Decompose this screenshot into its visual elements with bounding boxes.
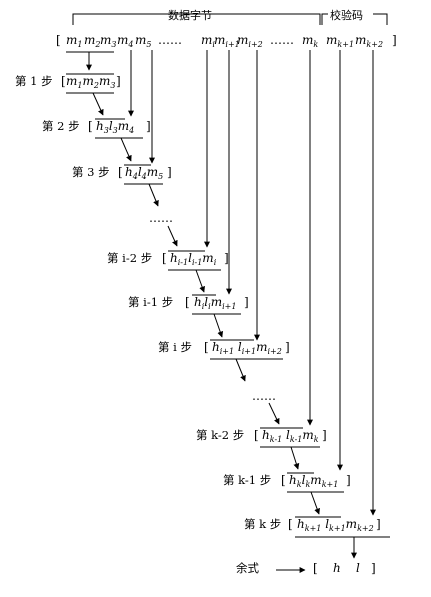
byte-mk: mk	[302, 33, 318, 49]
step-2-expr: h3l3m4	[96, 119, 134, 135]
byte-m2: m2	[84, 33, 100, 49]
step-i2-label: 第 i-2 步	[107, 251, 152, 265]
step-k2-label: 第 k-2 步	[196, 428, 244, 442]
step-i2-row: 第 i-2 步 [ hi-1li-1mi ]	[107, 250, 229, 271]
step-k1-expr: hklkmk+1	[289, 473, 338, 489]
step-k1-label: 第 k-1 步	[223, 473, 271, 487]
remainder-row: 余式 [ h l ]	[236, 561, 376, 575]
step-1-open: [	[61, 74, 66, 88]
step-i1-row: 第 i-1 步 [ hilimi+1 ]	[128, 294, 249, 315]
step-k2-open: [	[254, 428, 259, 442]
step-k-label: 第 k 步	[244, 517, 281, 531]
message-row: [ m1 m2 m3 m4 m5 …… mi mi+1 mi+2 …… mk m…	[56, 33, 397, 49]
step-3-label: 第 3 步	[72, 165, 110, 179]
remainder-label: 余式	[236, 561, 259, 575]
arrow-stepi2-to-stepi1	[195, 269, 205, 293]
byte-mi2: mi+2	[237, 33, 263, 49]
byte-m4: m4	[117, 33, 133, 49]
step-3-open: [	[118, 165, 123, 179]
step-2-close: ]	[146, 119, 151, 133]
step-k1-open: [	[281, 473, 286, 487]
mid-ellipsis-1: ……	[149, 211, 173, 225]
step-3-row: 第 3 步 [ h4l4m5 ]	[72, 164, 172, 185]
step-k2-expr: hk-1 lk-1mk	[262, 428, 319, 444]
check-mk2: mk+2	[355, 33, 383, 49]
remainder-close: ]	[371, 561, 376, 575]
data-bytes-label: 数据字节	[168, 8, 212, 22]
step-i1-close: ]	[244, 295, 249, 309]
step-1-row: 第 1 步 [ m1m2m3 ]	[15, 73, 121, 94]
arrow-stepi1-to-stepi	[213, 313, 224, 338]
step-i1-label: 第 i-1 步	[128, 295, 173, 309]
data-bytes-bracket	[72, 13, 321, 25]
step-k-row: 第 k 步 [ hk+1 lk+1mk+2 ]	[244, 516, 390, 538]
message-open-bracket: [	[56, 33, 61, 47]
step-1-label: 第 1 步	[15, 74, 53, 88]
check-code-label: 校验码	[330, 8, 363, 22]
step-i2-open: [	[162, 251, 167, 265]
step-3-close: ]	[167, 165, 172, 179]
step-k1-row: 第 k-1 步 [ hklkmk+1 ]	[223, 472, 351, 493]
byte-mi: mi	[201, 33, 215, 49]
remainder-h: h	[333, 561, 341, 575]
message-close-bracket: ]	[392, 33, 397, 47]
step-2-row: 第 2 步 [ h3l3m4 ]	[42, 118, 151, 139]
step-i-label: 第 i 步	[158, 340, 192, 354]
check-code-bracket	[321, 13, 388, 25]
message-ellipsis-right: ……	[270, 33, 294, 47]
step-k2-row: 第 k-2 步 [ hk-1 lk-1mk ]	[196, 427, 327, 448]
step-i-open: [	[204, 340, 209, 354]
step-i2-close: ]	[224, 251, 229, 265]
step-i1-open: [	[185, 295, 190, 309]
arrow-stepk2-to-stepk1	[290, 446, 300, 470]
step-k-close: ]	[376, 517, 381, 531]
step-3-expr: h4l4m5	[125, 165, 163, 181]
arrow-stepi-down	[235, 358, 246, 382]
step-2-open: [	[88, 119, 93, 133]
step-k-open: [	[288, 517, 293, 531]
byte-mi1: mi+1	[214, 33, 240, 49]
byte-m3: m3	[100, 33, 116, 49]
arrow-ellipsis2-to-stepk2	[268, 402, 280, 425]
step-i-expr: hi+1 li+1mi+2	[212, 340, 282, 356]
message-ellipsis-left: ……	[158, 33, 182, 47]
arrow-stepk1-to-stepk	[310, 491, 320, 515]
byte-m1: m1	[66, 33, 82, 49]
mid-ellipsis-2: ……	[252, 389, 276, 403]
arrow-step2-to-step3	[120, 137, 132, 162]
step-i-close: ]	[285, 340, 290, 354]
step-k1-close: ]	[346, 473, 351, 487]
step-2-label: 第 2 步	[42, 119, 80, 133]
remainder-l: l	[356, 561, 360, 575]
arrow-ellipsis1-to-stepi2	[167, 225, 178, 247]
step-i-row: 第 i 步 [ hi+1 li+1mi+2 ]	[158, 339, 290, 360]
step-k2-close: ]	[322, 428, 327, 442]
step-i1-expr: hilimi+1	[194, 295, 236, 311]
byte-m5: m5	[135, 33, 151, 49]
check-mk1: mk+1	[326, 33, 354, 49]
step-1-expr: m1m2m3	[66, 74, 115, 90]
step-1-close: ]	[116, 74, 121, 88]
arrow-step1-to-step2	[92, 92, 104, 116]
step-k-expr: hk+1 lk+1mk+2	[297, 517, 374, 533]
remainder-open: [	[313, 561, 318, 575]
arrow-step3-down	[148, 183, 159, 207]
step-i2-expr: hi-1li-1mi	[170, 251, 217, 267]
